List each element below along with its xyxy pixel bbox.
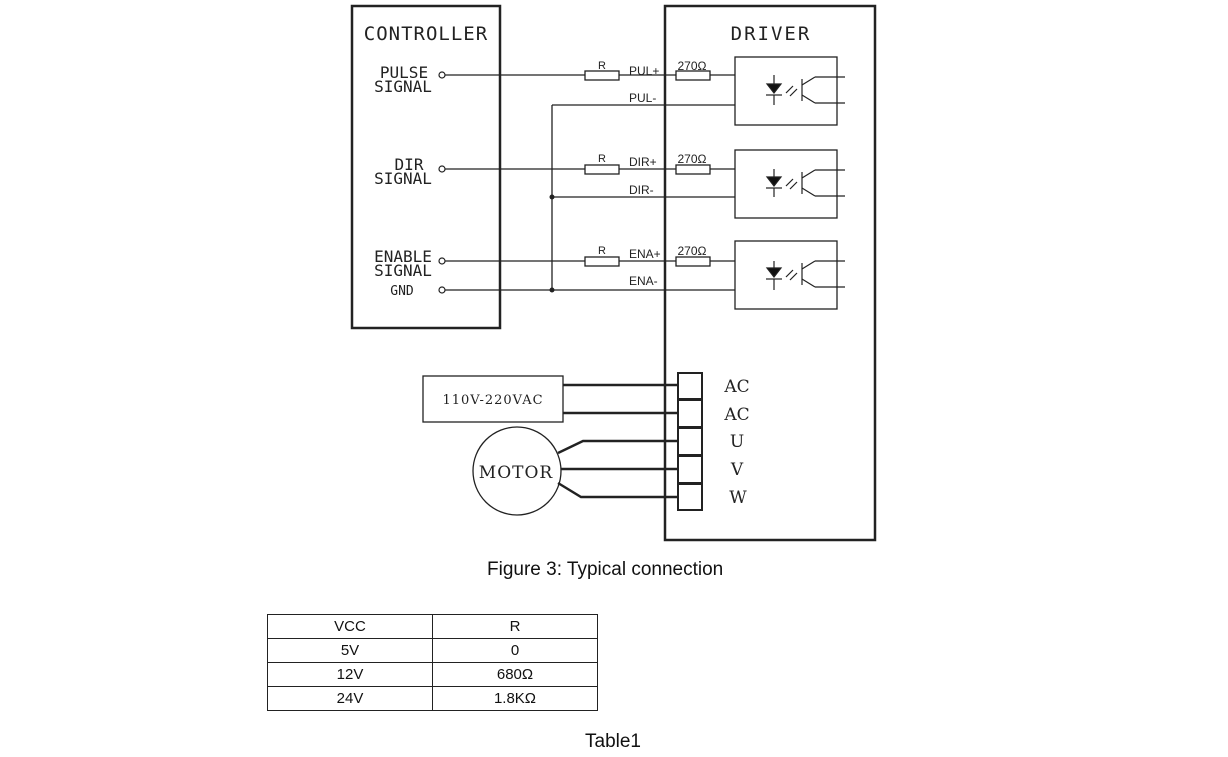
power-supply-label: 110V-220VAC	[442, 393, 543, 408]
internal-resistor-label-dir: 270Ω	[678, 152, 707, 166]
terminal-dir	[438, 165, 446, 173]
opto-internals-pul	[765, 75, 845, 105]
resistor-enable	[584, 256, 620, 267]
terminal-label-v: V	[730, 460, 744, 480]
power-supply-box	[422, 375, 564, 423]
figure-caption: Figure 3: Typical connection	[487, 559, 724, 580]
table-cell: 0	[432, 638, 598, 663]
motor-wire-w	[557, 481, 678, 499]
terminal-label-ac1: AC	[723, 377, 749, 397]
terminal-block-u	[677, 427, 703, 456]
table-cell: 1.8KΩ	[432, 686, 598, 711]
terminal-pulse	[438, 71, 446, 79]
table-row: 12V 680Ω	[267, 662, 598, 687]
table-header-vcc: VCC	[267, 614, 433, 639]
optocoupler-ena	[734, 240, 838, 310]
ena-minus-label: ENA-	[629, 274, 658, 288]
terminal-block-ac1	[677, 372, 703, 400]
resistor-label-pulse: R	[598, 60, 606, 72]
driver-box	[663, 4, 877, 542]
dir-plus-label: DIR+	[629, 155, 657, 169]
dir-label: DIR	[395, 155, 424, 174]
pulse-label: PULSE	[380, 63, 428, 82]
controller-title: CONTROLLER	[364, 23, 488, 45]
table-header-r: R	[432, 614, 598, 639]
terminal-block-w	[677, 483, 703, 511]
motor-wire-u	[557, 439, 678, 455]
dir-minus-label: DIR-	[629, 183, 654, 197]
table-header-row: VCC R	[267, 614, 598, 639]
junction-dot	[549, 287, 555, 293]
pul-minus-label: PUL-	[629, 91, 656, 105]
opto-internals-dir	[765, 169, 845, 197]
enable-signal-label: SIGNAL	[374, 261, 432, 280]
terminal-block-v	[677, 455, 703, 484]
controller-box	[350, 4, 502, 330]
table-cell: 680Ω	[432, 662, 598, 687]
internal-resistor-label-pul: 270Ω	[678, 59, 707, 73]
terminal-gnd	[438, 286, 446, 294]
dir-signal-label: SIGNAL	[374, 169, 432, 188]
terminal-block-ac2	[677, 399, 703, 428]
terminal-enable	[438, 257, 446, 265]
driver-title: DRIVER	[731, 23, 812, 45]
optocoupler-dir	[734, 149, 838, 219]
terminal-label-w: W	[729, 488, 747, 508]
table-cell: 5V	[267, 638, 433, 663]
internal-resistor-label-ena: 270Ω	[678, 244, 707, 258]
internal-resistor-pul	[675, 70, 711, 81]
table-cell: 24V	[267, 686, 433, 711]
terminal-label-u: U	[730, 432, 744, 452]
ena-plus-label: ENA+	[629, 247, 661, 261]
opto-internals-ena	[765, 260, 845, 290]
internal-resistor-dir	[675, 164, 711, 175]
optocoupler-pul	[734, 56, 838, 126]
table-row: 5V 0	[267, 638, 598, 663]
motor-circle	[472, 426, 562, 516]
junction-dot	[549, 194, 555, 200]
pulse-signal-label: SIGNAL	[374, 77, 432, 96]
motor-label: MOTOR	[479, 463, 554, 483]
gnd-label: GND	[390, 284, 414, 299]
table-row: 24V 1.8KΩ	[267, 686, 598, 711]
table-caption: Table1	[585, 731, 641, 752]
resistor-label-enable: R	[598, 245, 606, 257]
resistor-dir	[584, 164, 620, 175]
table-cell: 12V	[267, 662, 433, 687]
pul-plus-label: PUL+	[629, 64, 659, 78]
vcc-resistor-table: VCC R 5V 0 12V 680Ω 24V 1.8KΩ	[267, 614, 598, 711]
internal-resistor-ena	[675, 256, 711, 267]
terminal-label-ac2: AC	[723, 405, 749, 425]
resistor-pulse	[584, 70, 620, 81]
enable-label: ENABLE	[374, 247, 432, 266]
resistor-label-dir: R	[598, 153, 606, 165]
